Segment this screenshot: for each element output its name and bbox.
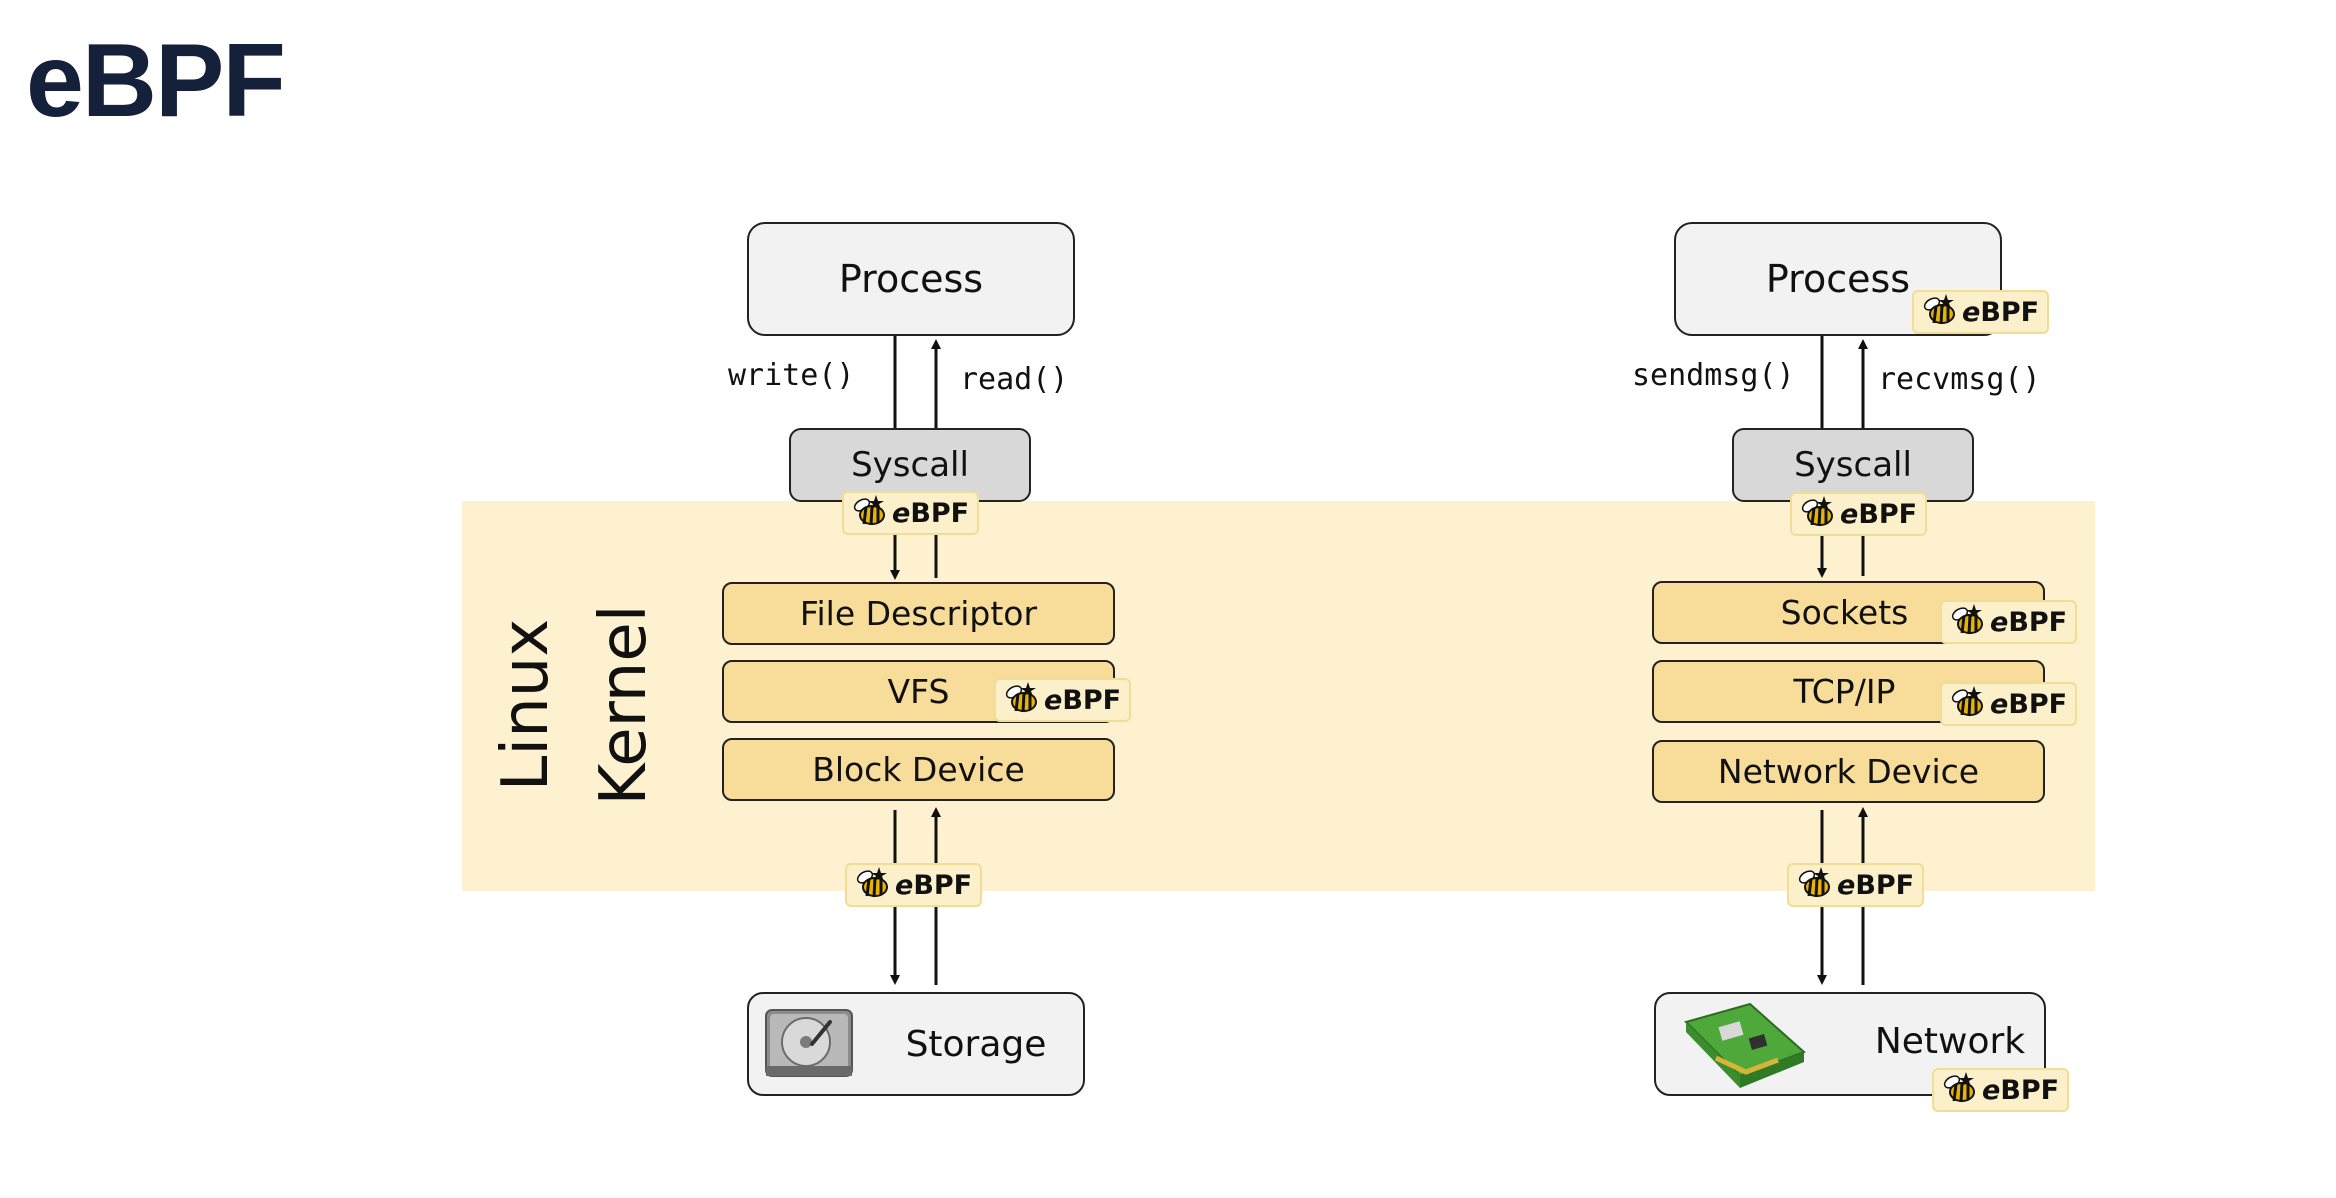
ebpf-badge-suffix: BPF [1980, 296, 2040, 328]
ebpf-badge-suffix: BPF [1858, 498, 1918, 530]
ebpf-badge-suffix: BPF [910, 497, 970, 529]
storage-process-box: Process [747, 222, 1075, 336]
storage-device-label: Storage [905, 1023, 1047, 1065]
network-device-layer: Network Device [1652, 740, 2045, 803]
kernel-label-line1: Linux [489, 618, 563, 792]
ebpf-badge-suffix: BPF [2000, 1074, 2060, 1106]
bee-icon [1951, 604, 1983, 635]
ebpf-badge-suffix: BPF [1062, 684, 1122, 716]
ebpf-badge: eBPF [1940, 600, 2078, 644]
bee-icon [1005, 682, 1037, 713]
ebpf-badge-prefix: e [1840, 498, 1859, 530]
kernel-label: Linux Kernel [470, 590, 680, 820]
file-descriptor-layer: File Descriptor [722, 582, 1115, 645]
ebpf-badge: eBPF [842, 491, 980, 535]
kernel-label-line2: Kernel [587, 604, 661, 806]
network-syscall-box: Syscall [1732, 428, 1974, 502]
ebpf-badge-prefix: e [1990, 606, 2009, 638]
network-device-label: Network [1874, 1020, 2026, 1062]
ebpf-badge: eBPF [1912, 290, 2050, 334]
bee-icon [856, 867, 888, 898]
ebpf-badge-prefix: e [1990, 688, 2009, 720]
bee-icon [1951, 686, 1983, 717]
bee-icon [1923, 294, 1955, 325]
ebpf-badge-prefix: e [1982, 1074, 2001, 1106]
sendmsg-call-label: sendmsg() [1632, 358, 1795, 393]
ebpf-badge: eBPF [994, 678, 1132, 722]
bee-icon [1798, 867, 1830, 898]
ebpf-badge-prefix: e [895, 869, 914, 901]
ebpf-badge-suffix: BPF [2008, 688, 2068, 720]
ebpf-badge: eBPF [1790, 492, 1928, 536]
recvmsg-call-label: recvmsg() [1878, 362, 2041, 397]
network-card-icon [1684, 1002, 1806, 1088]
bee-icon [1801, 496, 1833, 527]
ebpf-badge-prefix: e [1837, 869, 1856, 901]
ebpf-badge: eBPF [845, 863, 983, 907]
bee-icon [853, 495, 885, 526]
storage-syscall-box: Syscall [789, 428, 1031, 502]
block-device-layer: Block Device [722, 738, 1115, 801]
bee-icon [1943, 1072, 1975, 1103]
ebpf-badge-suffix: BPF [1855, 869, 1915, 901]
ebpf-badge-prefix: e [1962, 296, 1981, 328]
ebpf-badge-suffix: BPF [2008, 606, 2068, 638]
ebpf-badge: eBPF [1932, 1068, 2070, 1112]
write-call-label: write() [728, 358, 855, 393]
hard-disk-icon [765, 1009, 853, 1077]
ebpf-badge-suffix: BPF [913, 869, 973, 901]
ebpf-badge: eBPF [1787, 863, 1925, 907]
read-call-label: read() [960, 362, 1069, 397]
ebpf-badge-prefix: e [1044, 684, 1063, 716]
ebpf-badge: eBPF [1940, 682, 2078, 726]
slide-title: eBPF [26, 23, 286, 139]
ebpf-badge-prefix: e [892, 497, 911, 529]
